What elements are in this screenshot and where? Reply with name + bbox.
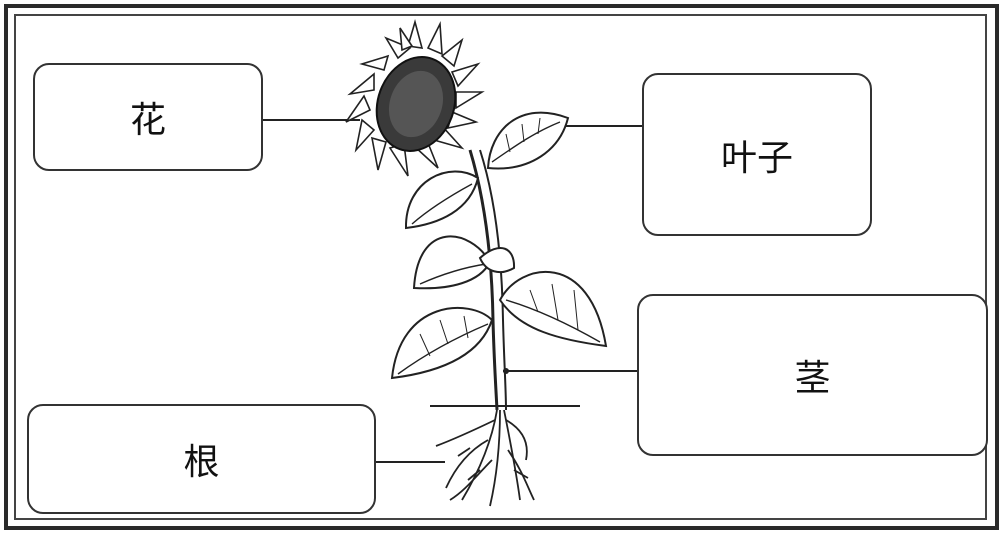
main-stem-edge — [479, 149, 507, 411]
leaf-label: 叶子 — [720, 137, 793, 179]
right-leaf-lower — [498, 271, 608, 348]
left-leaf-middle — [412, 235, 492, 290]
inner-frame — [14, 14, 987, 520]
leaf-label-box: 叶子 — [642, 73, 872, 236]
left-leaf-lower — [390, 306, 494, 380]
root-label: 根 — [183, 442, 220, 483]
right-leaf-middle — [478, 246, 516, 274]
stem-label: 茎 — [794, 358, 831, 399]
outer-frame — [4, 4, 999, 530]
root-label-box: 根 — [27, 404, 376, 514]
flower-label: 花 — [129, 100, 166, 141]
upper-right-leaf — [486, 111, 570, 170]
main-stem — [468, 149, 499, 411]
flower-label-box: 花 — [33, 63, 263, 171]
roots — [435, 409, 535, 507]
left-leaf-upper — [404, 170, 480, 230]
stem-label-box: 茎 — [637, 294, 988, 456]
stem-node — [503, 368, 509, 374]
